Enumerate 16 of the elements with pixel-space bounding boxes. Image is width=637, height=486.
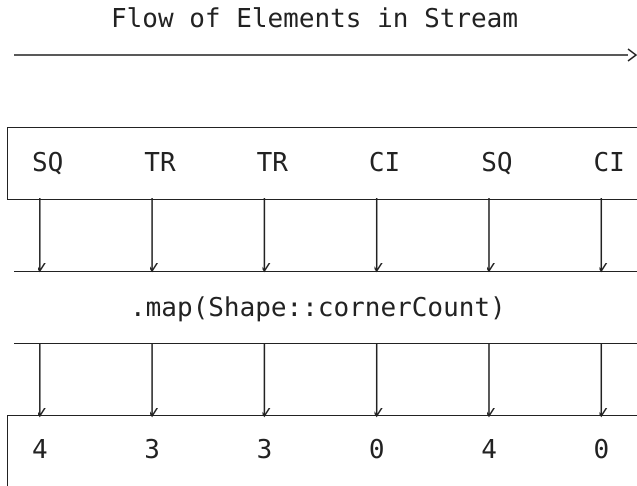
- element-label: 3: [256, 416, 293, 484]
- stream-box: [7, 127, 637, 200]
- element-label: 3: [144, 416, 180, 484]
- stream-box: [7, 415, 637, 486]
- operation-band: .map(Shape::cornerCount): [14, 271, 637, 344]
- element-label: CI: [594, 128, 630, 198]
- element-label: CI: [368, 128, 405, 198]
- element-label: SQ: [481, 128, 518, 198]
- diagram-title: Flow of Elements in Stream: [111, 3, 518, 36]
- element-label: 0: [368, 416, 405, 484]
- element-label: TR: [144, 128, 180, 198]
- element-label: 4: [32, 416, 68, 484]
- element-label: SQ: [32, 128, 68, 198]
- element-label: 4: [481, 416, 518, 484]
- element-label: TR: [256, 128, 293, 198]
- element-label: 0: [594, 416, 630, 484]
